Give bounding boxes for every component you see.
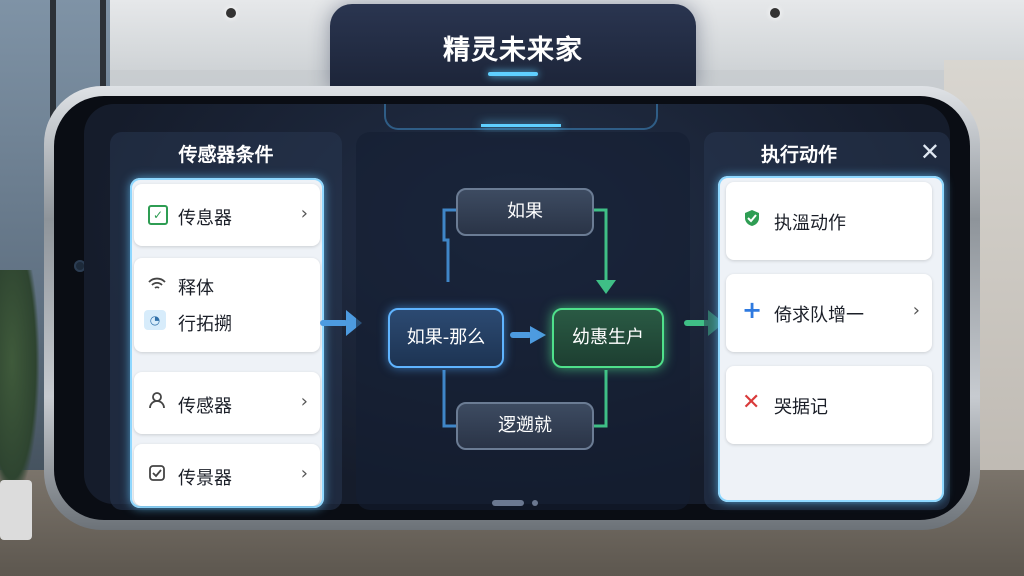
clock-check-icon <box>148 464 166 486</box>
close-red-icon: ✕ <box>742 390 761 415</box>
sensor-item[interactable]: 传景器 › <box>134 444 320 506</box>
sensor-group-label: 释体 <box>178 278 214 299</box>
action-item-label: 哭据记 <box>774 397 828 418</box>
chevron-right-icon: › <box>300 463 308 484</box>
sensor-item-label: 传景器 <box>178 468 232 489</box>
camera-icon <box>74 260 86 272</box>
logic-flow-canvas: 如果 如果-那么 幼惠生户 逻遡就 <box>356 132 690 510</box>
person-icon <box>148 391 166 413</box>
title-tab: 精灵未来家 <box>330 4 696 90</box>
plant <box>0 270 40 500</box>
app-title: 精灵未来家 <box>443 35 583 66</box>
chevron-right-icon: › <box>912 300 920 321</box>
flow-node-action[interactable]: 幼惠生户 <box>552 308 664 368</box>
flow-node-logic[interactable]: 逻遡就 <box>456 402 594 450</box>
panel-title: 执行动作 <box>760 144 837 166</box>
sensor-item[interactable]: ✓ 传息器 › <box>134 184 320 246</box>
flow-node-if-then[interactable]: 如果-那么 <box>388 308 504 368</box>
title-accent-line <box>488 72 538 76</box>
phone-frame: 传感器条件 ✓ 传息器 › 释体 ◔ 行拓搠 <box>44 86 980 530</box>
chevron-right-icon: › <box>300 203 308 224</box>
page-indicator[interactable] <box>492 492 546 511</box>
panel-title: 传感器条件 <box>178 144 274 166</box>
ceiling-light <box>770 8 780 18</box>
sensor-item-label: 传息器 <box>178 208 232 229</box>
top-frame-glow <box>384 104 658 130</box>
sensor-condition-list: ✓ 传息器 › 释体 ◔ 行拓搠 <box>130 178 324 508</box>
action-item-label: 执溫动作 <box>774 213 846 234</box>
action-item[interactable]: ✕ 哭据记 <box>726 366 932 444</box>
gauge-icon: ◔ <box>144 310 166 330</box>
close-icon[interactable]: ✕ <box>919 138 940 166</box>
sensor-item[interactable]: 传感器 › <box>134 372 320 434</box>
sensor-item-label: 传感器 <box>178 396 232 417</box>
sensor-group-sublabel: 行拓搠 <box>178 314 232 335</box>
phone-screen: 传感器条件 ✓ 传息器 › 释体 ◔ 行拓搠 <box>54 96 970 520</box>
action-item[interactable]: + 倚求队增一 › <box>726 274 932 352</box>
plant-pot <box>0 480 32 540</box>
chevron-right-icon: › <box>300 391 308 412</box>
actions-panel: 执行动作 ✕ 执溫动作 + 倚求队增一 › ✕ <box>704 132 950 510</box>
sensor-conditions-panel: 传感器条件 ✓ 传息器 › 释体 ◔ 行拓搠 <box>110 132 342 510</box>
action-item-label: 倚求队增一 <box>774 305 864 326</box>
shield-icon <box>742 208 762 233</box>
plus-icon: + <box>742 296 763 324</box>
wifi-icon <box>148 276 166 296</box>
app-canvas: 传感器条件 ✓ 传息器 › 释体 ◔ 行拓搠 <box>84 104 950 510</box>
checkbox-check-icon: ✓ <box>148 204 168 225</box>
ceiling-light <box>226 8 236 18</box>
action-item[interactable]: 执溫动作 <box>726 182 932 260</box>
action-list: 执溫动作 + 倚求队增一 › ✕ 哭据记 <box>718 176 944 502</box>
flow-node-if[interactable]: 如果 <box>456 188 594 236</box>
sensor-group[interactable]: 释体 ◔ 行拓搠 <box>134 258 320 352</box>
